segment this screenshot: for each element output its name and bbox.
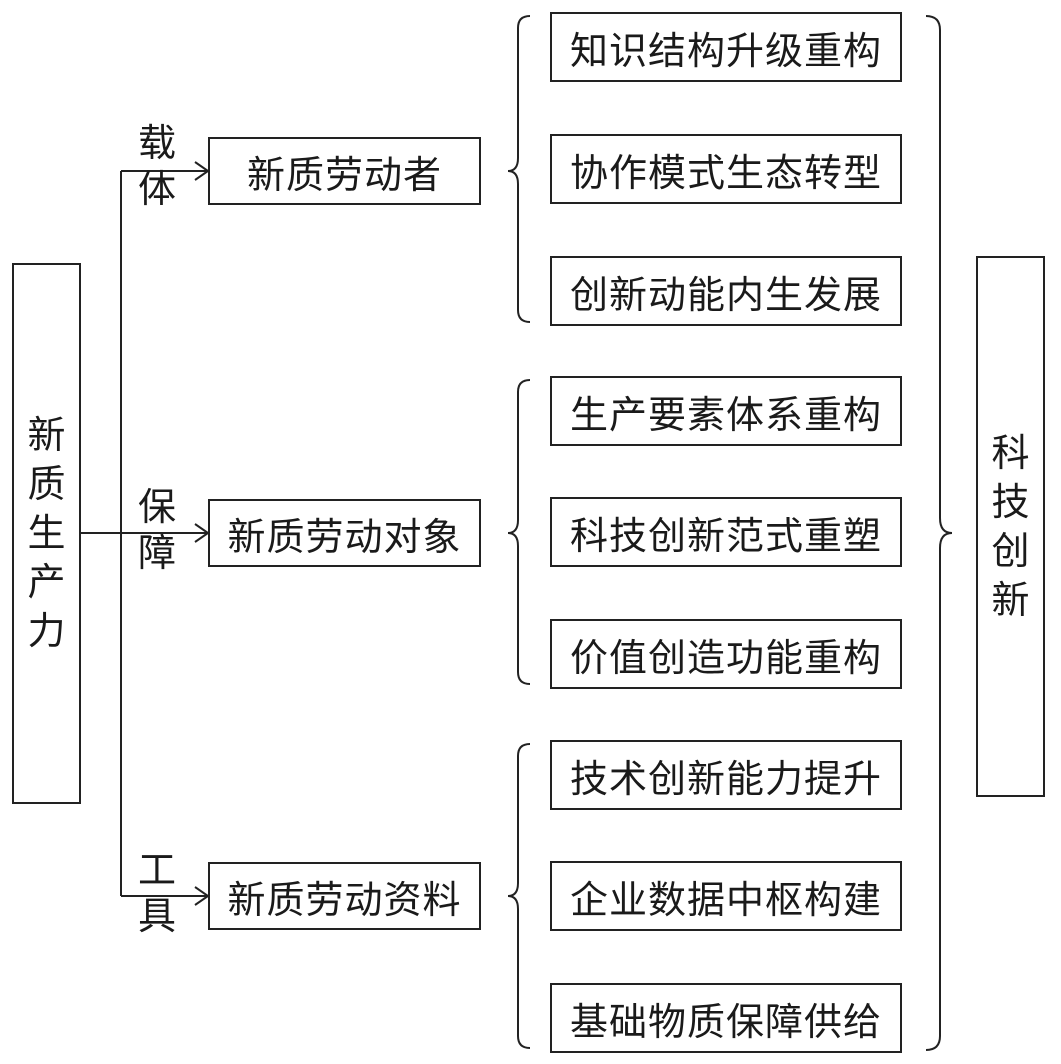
item-node: 科技创新范式重塑: [550, 497, 902, 567]
relation-label-tool: 工具: [137, 848, 176, 938]
item-label: 基础物质保障供给: [569, 999, 882, 1044]
item-label: 价值创造功能重构: [569, 635, 882, 680]
item-label: 知识结构升级重构: [569, 28, 882, 73]
item-node: 价值创造功能重构: [550, 619, 902, 689]
item-label: 协作模式生态转型: [569, 150, 882, 195]
item-node: 知识结构升级重构: [550, 12, 902, 82]
item-label: 技术创新能力提升: [569, 756, 882, 801]
branch-node-materials: 新质劳动资料: [208, 862, 481, 930]
root-label: 新质生产力: [27, 413, 66, 653]
item-label: 企业数据中枢构建: [569, 877, 882, 922]
target-label: 科技创新: [991, 430, 1030, 622]
branch-label: 新质劳动者: [246, 152, 442, 197]
item-node: 技术创新能力提升: [550, 740, 902, 810]
left-brace-2: [507, 379, 531, 685]
item-node: 生产要素体系重构: [550, 376, 902, 446]
branch-node-objects: 新质劳动对象: [208, 499, 481, 567]
item-label: 科技创新范式重塑: [569, 513, 882, 558]
item-node: 基础物质保障供给: [550, 983, 902, 1053]
branch-label: 新质劳动对象: [227, 514, 462, 559]
right-brace: [925, 15, 953, 1051]
left-brace-3: [507, 743, 531, 1049]
item-node: 协作模式生态转型: [550, 134, 902, 204]
branch-node-workers: 新质劳动者: [208, 137, 481, 205]
item-label: 创新动能内生发展: [569, 272, 882, 317]
relation-label-carrier: 载体: [137, 121, 176, 211]
relation-label-guarantee: 保障: [137, 485, 176, 575]
left-brace-1: [507, 15, 531, 323]
root-node: 新质生产力: [12, 263, 81, 804]
item-node: 企业数据中枢构建: [550, 861, 902, 931]
item-label: 生产要素体系重构: [569, 392, 882, 437]
target-node: 科技创新: [976, 256, 1045, 797]
branch-label: 新质劳动资料: [227, 877, 462, 922]
item-node: 创新动能内生发展: [550, 256, 902, 326]
